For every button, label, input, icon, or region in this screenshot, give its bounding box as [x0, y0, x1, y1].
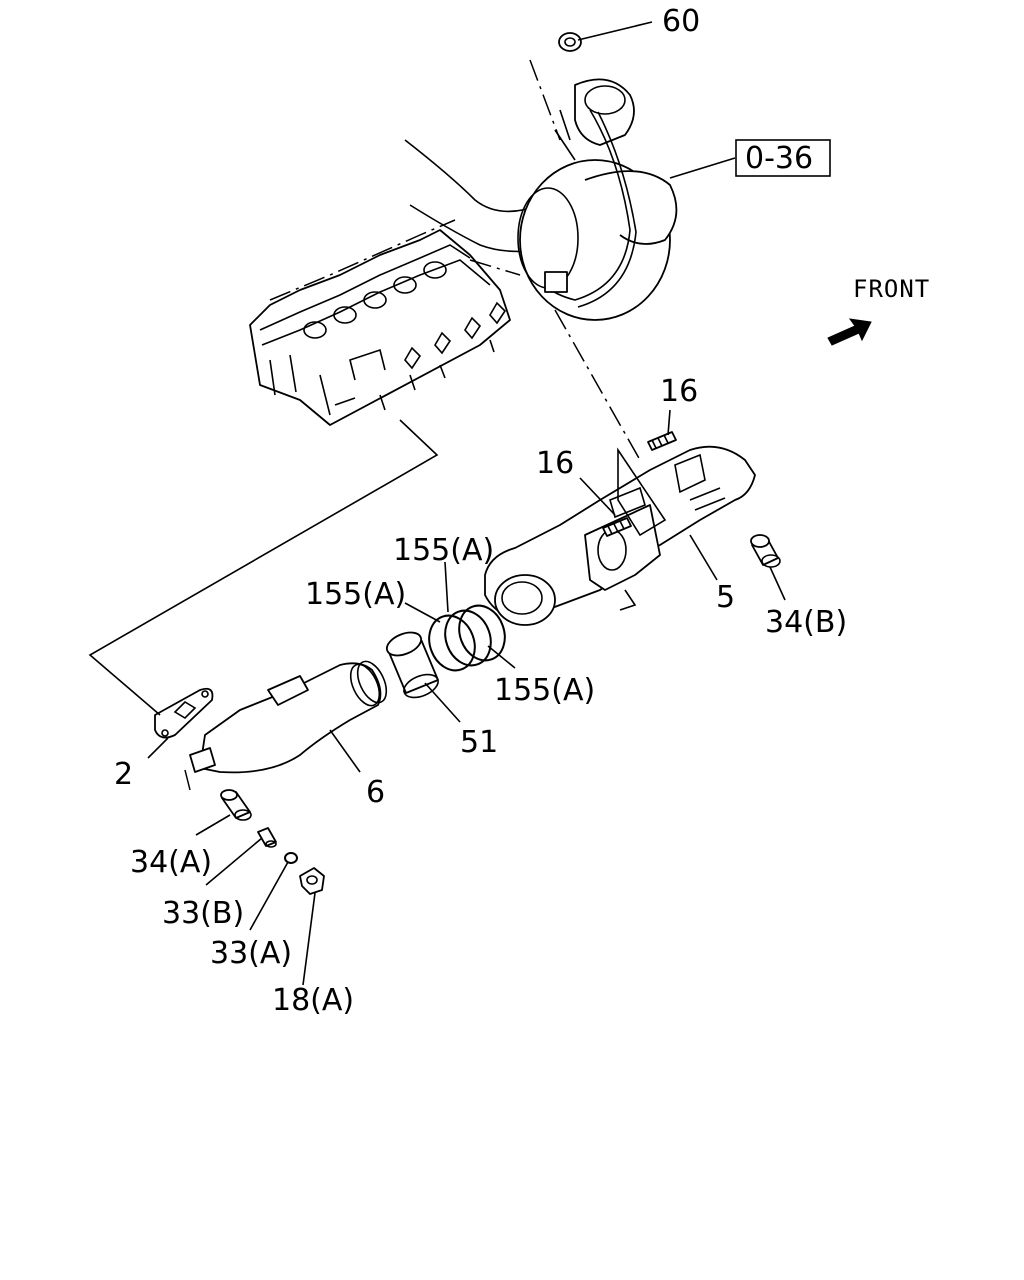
part-2-gasket — [154, 687, 214, 739]
callout-2: 2 — [114, 757, 133, 792]
callout-33a: 33(A) — [210, 936, 292, 971]
callout-155a-top: 155(A) — [393, 533, 494, 568]
callout-155a-left: 155(A) — [305, 577, 406, 612]
part-34b-spacer — [750, 534, 781, 568]
part-6-pipe — [189, 660, 388, 774]
reference-lines — [88, 419, 667, 791]
front-arrow-icon — [827, 318, 872, 346]
callout-34b: 34(B) — [765, 605, 847, 640]
turbocharger — [404, 59, 678, 321]
callout-6: 6 — [366, 775, 385, 810]
leader-lines — [147, 21, 786, 986]
front-label: FRONT — [853, 275, 930, 303]
callout-16-lower: 16 — [536, 446, 574, 481]
part-51-sleeve — [385, 631, 439, 699]
part-60-washer — [558, 32, 582, 52]
callout-18a: 18(A) — [272, 983, 354, 1018]
callout-34a: 34(A) — [130, 845, 212, 880]
callout-33b: 33(B) — [162, 896, 244, 931]
part-155a-rings — [428, 604, 506, 672]
callout-16-upper: 16 — [660, 374, 698, 409]
part-5-exhaust-manifold — [484, 309, 756, 626]
callout-51: 51 — [460, 725, 498, 760]
callout-5: 5 — [716, 580, 735, 615]
callout-155a-right: 155(A) — [494, 673, 595, 708]
small-hardware — [220, 789, 325, 895]
part-16-studs — [602, 431, 677, 537]
callout-60: 60 — [662, 4, 700, 39]
reference-box-label: 0-36 — [745, 141, 813, 176]
cylinder-head — [249, 219, 511, 426]
reference-box — [735, 139, 831, 177]
